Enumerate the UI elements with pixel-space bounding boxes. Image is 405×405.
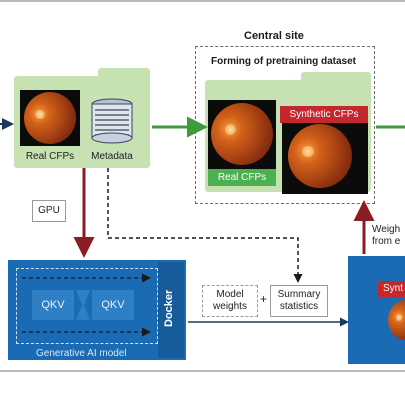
fundus-image: [24, 92, 76, 144]
synthetic-fundus-partial: [388, 300, 405, 340]
metadata-label: Metadata: [91, 151, 133, 162]
diagram-frame: [0, 0, 405, 372]
synthetic-fundus-image: [288, 124, 352, 188]
metadata-icon: [90, 98, 134, 144]
summary-statistics-box: Summary statistics: [270, 285, 328, 317]
weights-text: Weigh from e: [372, 224, 400, 248]
pretraining-title: Forming of pretraining dataset: [211, 56, 357, 67]
qkv-left-block: QKV: [32, 290, 74, 320]
fundus-image: [211, 103, 273, 165]
qkv-right-block: QKV: [92, 290, 134, 320]
generative-model-label: Generative AI model: [36, 348, 127, 359]
docker-bar: [158, 262, 184, 358]
weights-text-line2: from e: [372, 236, 401, 247]
synthetic-partial-label: Synt: [378, 281, 405, 297]
bottleneck-shape: [76, 290, 90, 320]
real-cfps-green-label: Real CFPs: [208, 169, 276, 186]
synthetic-cfps-label: Synthetic CFPs: [280, 106, 368, 123]
model-weights-box: Model weights: [202, 285, 258, 317]
gpu-box: GPU: [32, 200, 66, 222]
plus-sign: +: [260, 292, 268, 306]
central-site-title: Central site: [244, 30, 304, 42]
real-cfps-label: Real CFPs: [25, 151, 75, 162]
model-dashed-inner: [16, 268, 158, 344]
metadata-dashed-arrow: [107, 168, 303, 283]
weights-text-line1: Weigh: [372, 224, 401, 235]
